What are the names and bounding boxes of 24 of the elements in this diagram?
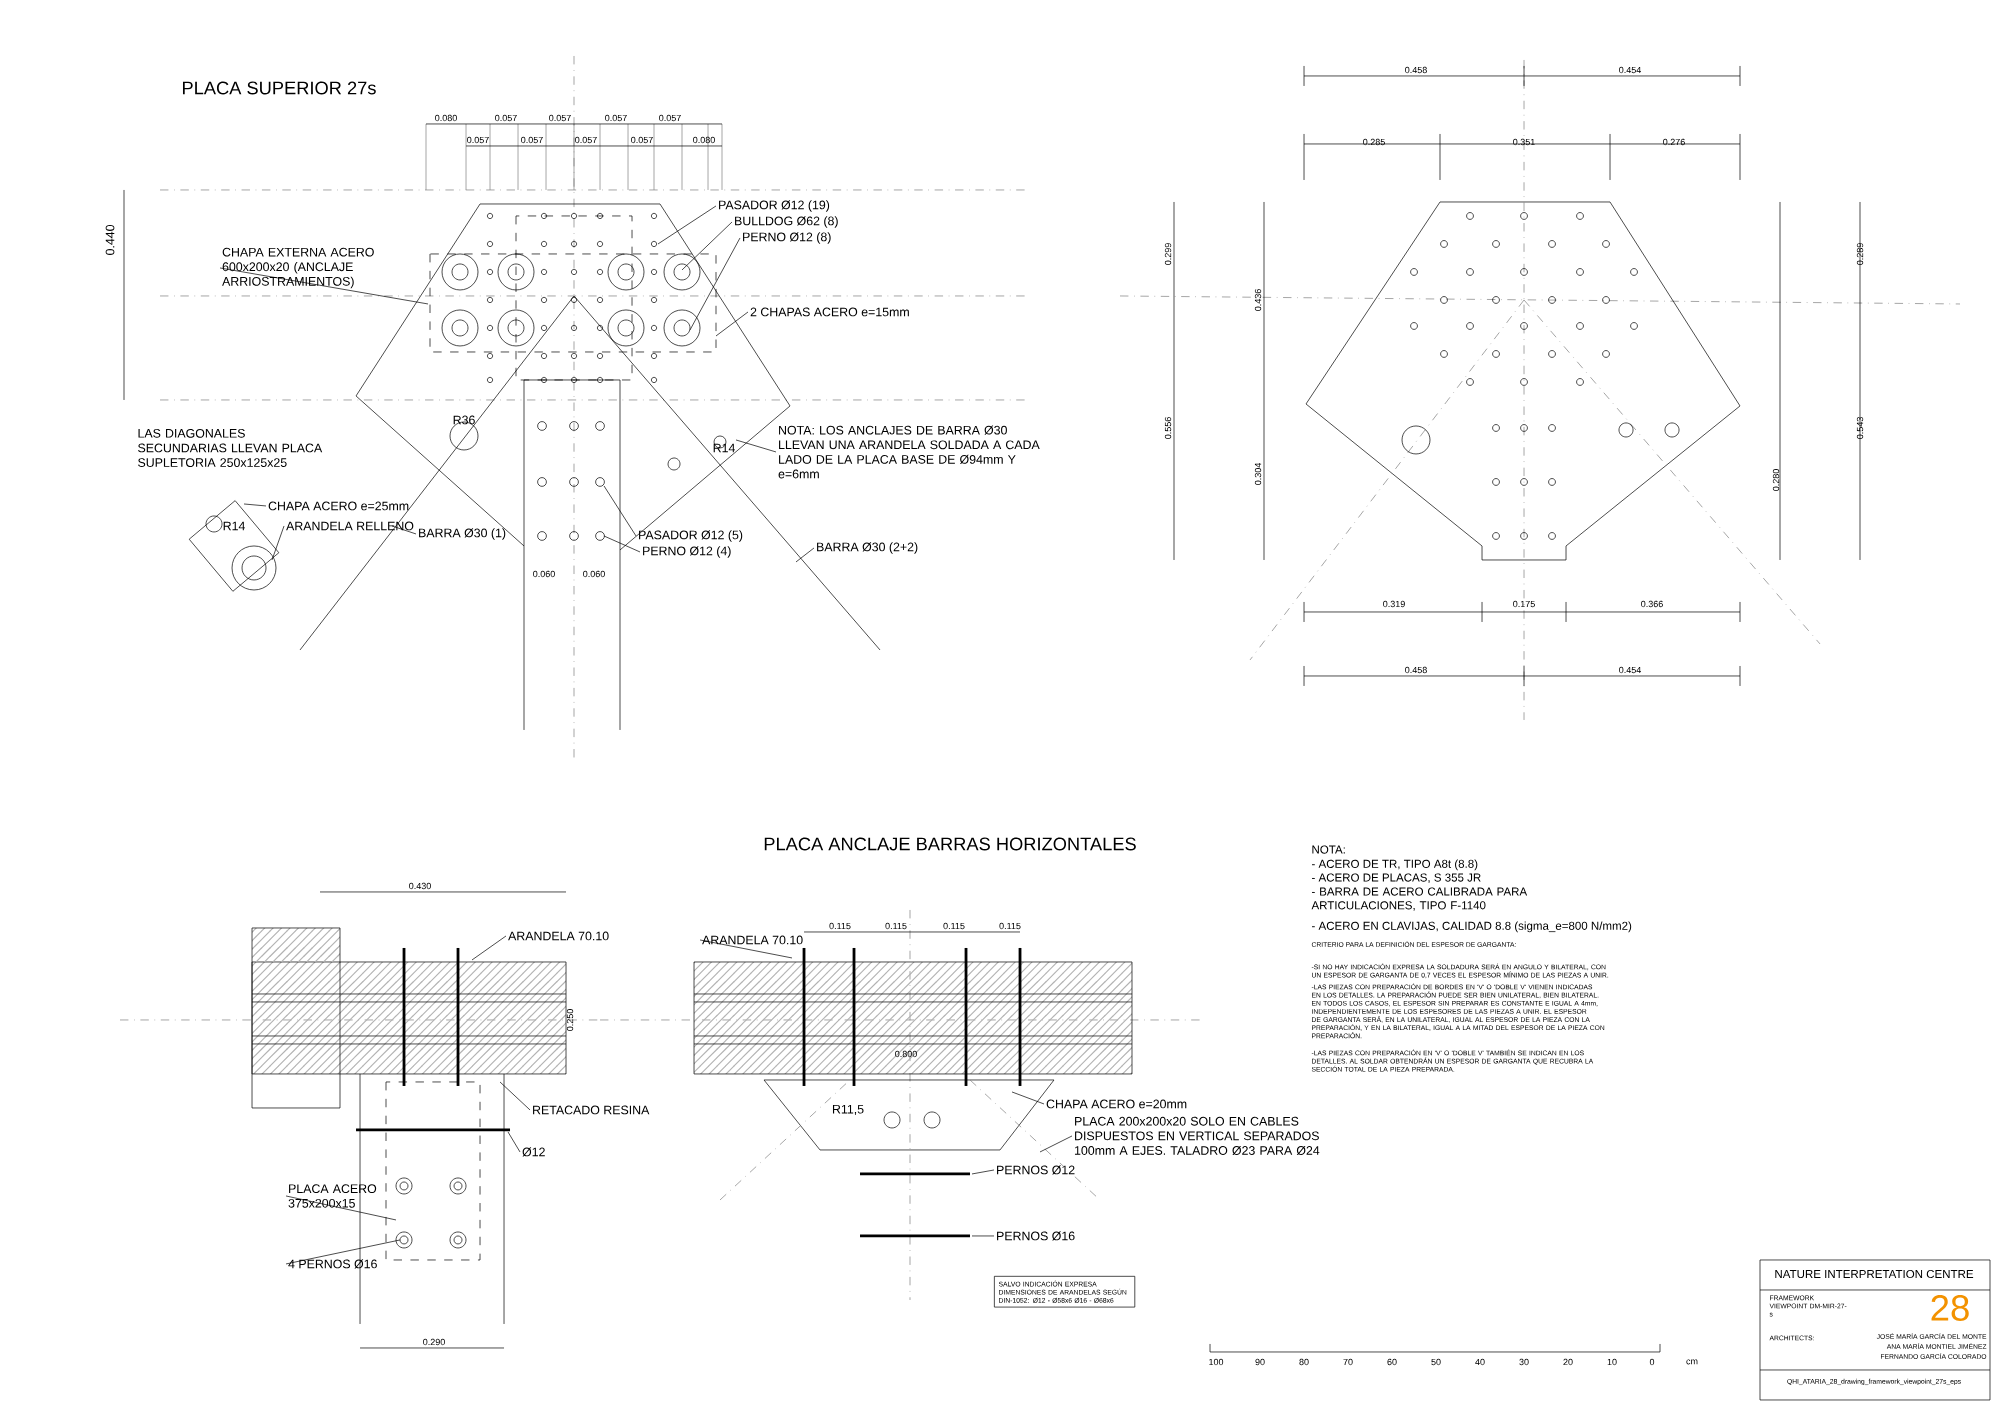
leader-line: [1011, 1091, 1045, 1105]
leader-line: [689, 237, 741, 331]
leader-line: [715, 311, 749, 337]
leader-line: [271, 525, 285, 561]
leader-line: [699, 939, 793, 959]
heading: PLACA SUPERIOR 27s: [183, 81, 376, 95]
leader-line: [971, 1169, 995, 1175]
leader-line: [735, 439, 777, 453]
leader-line: [285, 1239, 401, 1265]
leader-line: [971, 1235, 995, 1237]
leader-line: [1039, 1135, 1073, 1153]
leader-line: [391, 525, 417, 535]
leader-line: [507, 1131, 521, 1153]
leader-line: [795, 547, 815, 563]
leader-line: [603, 535, 641, 553]
leader-line: [471, 935, 507, 961]
leader-line: [243, 503, 267, 507]
leader-line: [657, 205, 717, 245]
heading: PLACA ANCLAJE BARRAS HORIZONTALES: [764, 837, 1136, 851]
beam-section-drawing: [251, 961, 567, 1075]
leader-line: [681, 221, 733, 271]
sheet-number: 28: [1931, 1295, 1969, 1321]
leader-line: [603, 485, 637, 537]
leader-line: [499, 1081, 531, 1111]
